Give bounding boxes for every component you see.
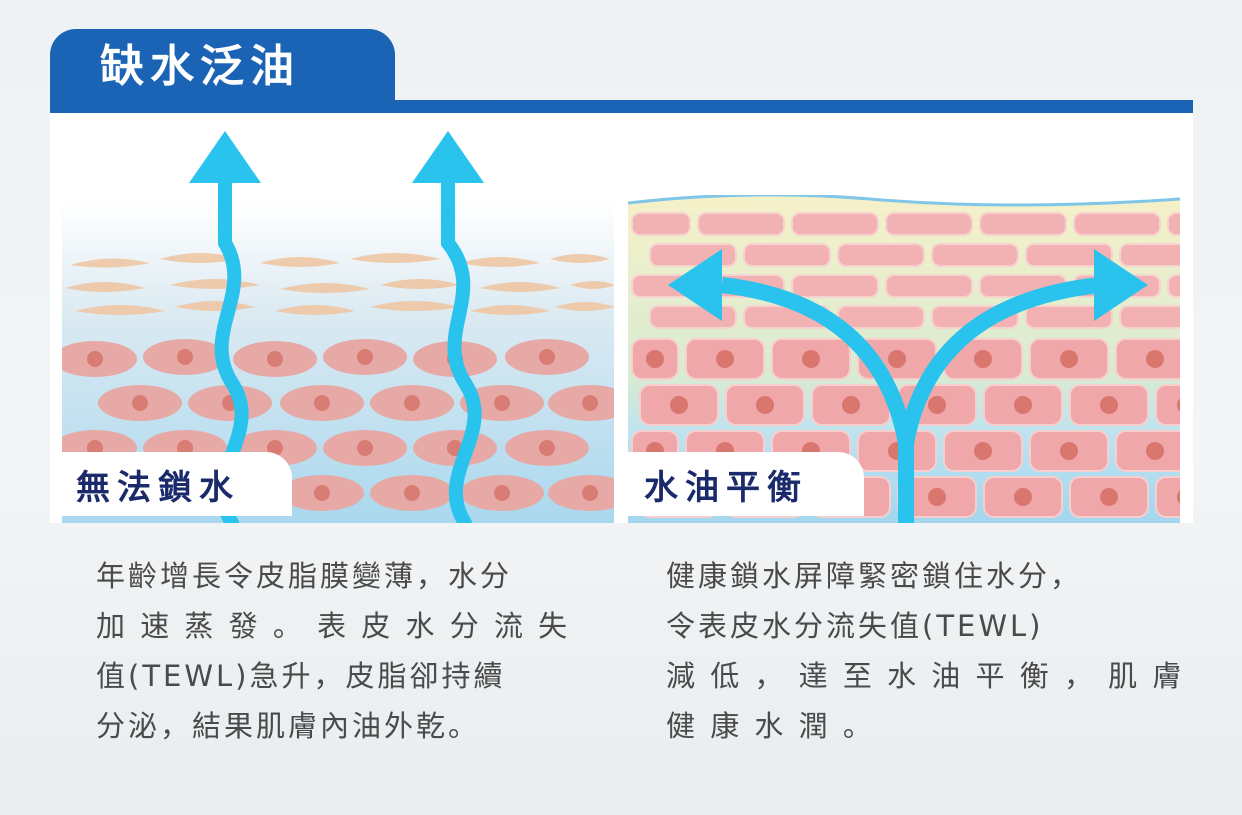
- left-description-line: 分泌，結果肌膚內油外乾。: [96, 709, 481, 743]
- right-description: 健康鎖水屏障緊密鎖住水分， 令表皮水分流失值(TEWL) 減 低 ， 達 至 水…: [666, 551, 1186, 751]
- left-panel-label: 無法鎖水: [76, 468, 240, 508]
- curved-split-arrow-icon: [668, 249, 1148, 523]
- flake-layer: [65, 253, 614, 315]
- right-description-line: 健康鎖水屏障緊密鎖住水分，: [666, 559, 1083, 593]
- right-label-box: [628, 452, 864, 516]
- left-description-line: 值(TEWL)急升，皮脂卻持續: [96, 659, 506, 693]
- right-skin-illustration: [628, 195, 1180, 523]
- page-title: 缺水泛油: [100, 41, 300, 92]
- brick-layer: [631, 212, 1180, 329]
- right-description-line: 令表皮水分流失值(TEWL): [666, 609, 1044, 643]
- left-description-line: 年齡增長令皮脂膜變薄，水分: [96, 559, 513, 593]
- title-underline-bar: [50, 100, 1193, 113]
- wavy-up-arrow-icon: [412, 131, 484, 523]
- right-panel-label: 水油平衡: [644, 468, 808, 508]
- title-tab: [50, 29, 395, 103]
- left-label-box: [62, 452, 292, 516]
- left-description-line: 加 速 蒸 發 。 表 皮 水 分 流 失: [96, 609, 571, 643]
- right-description-line: 健 康 水 潤 。: [666, 709, 875, 743]
- left-description: 年齡增長令皮脂膜變薄，水分 加 速 蒸 發 。 表 皮 水 分 流 失 值(TE…: [96, 551, 616, 751]
- right-description-line: 減 低 ， 達 至 水 油 平 衡 ， 肌 膚: [666, 659, 1185, 693]
